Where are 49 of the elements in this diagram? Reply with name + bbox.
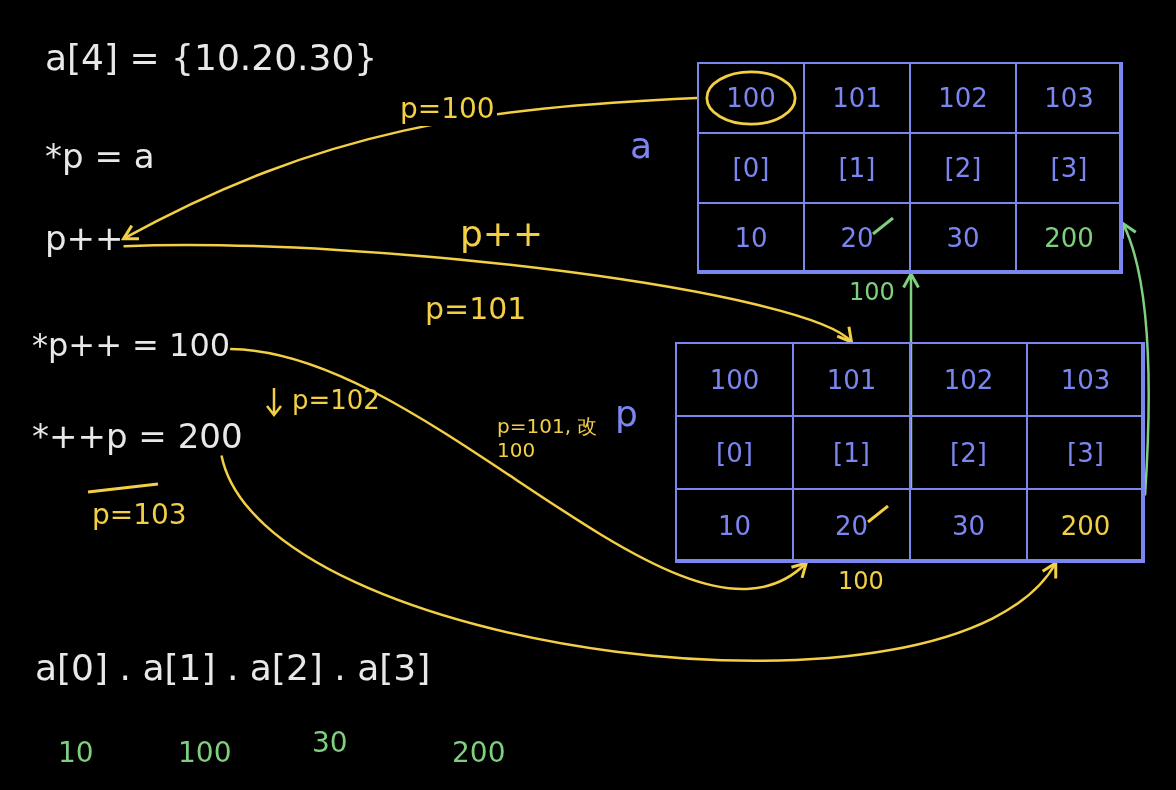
note-text: p=103 [92,500,187,531]
code-line: *p++ = 100 [32,328,231,364]
code-line: *++p = 200 [32,418,243,456]
arrow [230,347,808,590]
table-cell [1015,202,1123,274]
cell-value: 10 [717,510,752,541]
cell-value: [2] [950,437,987,468]
note-text: 30 [312,728,348,759]
cell-value: [0] [732,153,770,183]
cell-value: 102 [943,364,994,395]
cell-value: 100 [726,83,776,113]
arrow [123,243,853,344]
cell-value: 102 [938,83,988,113]
cell-value: 101 [826,364,877,395]
note-text: p=102 [292,386,380,415]
correction-note: 100 [849,280,895,304]
array-name: p [615,396,638,432]
cell-value: [1] [833,437,870,468]
table-cell [1026,488,1145,563]
cell-value: 200 [1060,510,1111,541]
array-name: a [630,128,653,164]
cell-value: 200 [1044,223,1094,253]
arrow [1120,222,1150,496]
cell-value: 20 [840,223,874,253]
code-line: p++ [45,220,124,258]
note-text: a[0] . a[1] . a[2] . a[3] [35,648,431,688]
note-text: 100 [178,738,232,769]
note-text: 10 [58,738,94,769]
correction-note: 100 [838,569,884,593]
cell-value: 30 [951,510,986,541]
cell-value: [3] [1067,437,1104,468]
cell-value: [1] [838,153,876,183]
cell-value: [2] [944,153,982,183]
cell-value: 101 [832,83,882,113]
cell-value: 30 [946,223,980,253]
arrow [902,272,920,488]
code-line: a[4] = {10.20.30} [45,38,378,78]
code-line: *p = a [45,138,155,176]
arrow [122,96,698,241]
cell-value: 20 [834,510,869,541]
cell-value: 103 [1060,364,1111,395]
cell-value: 103 [1044,83,1094,113]
cell-value: 10 [734,223,768,253]
note-text: 200 [452,738,506,769]
note-text: p=101 [425,292,527,325]
cell-value: [0] [716,437,753,468]
cell-value: [3] [1050,153,1088,183]
arrow [220,454,1058,662]
cell-value: 100 [709,364,760,395]
